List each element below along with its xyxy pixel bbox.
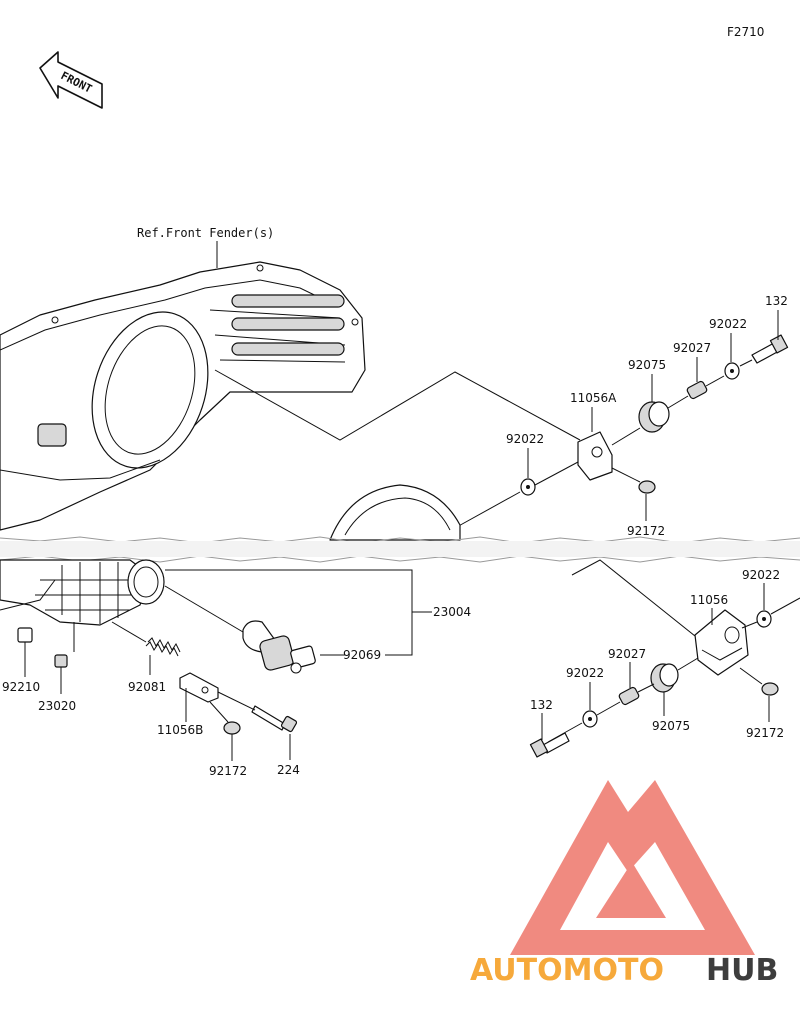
part-label-92172-upper: 92172 — [627, 524, 665, 538]
part-label-11056B: 11056B — [157, 723, 203, 737]
upper-bracket-assembly: 132 92022 92027 92075 11056A 92022 92172 — [454, 294, 789, 538]
headlight-unit-lower — [0, 559, 165, 626]
watermark-text-orange: AUTOMOTO — [470, 953, 664, 988]
part-label-92075-upper: 92075 — [628, 358, 666, 372]
part-label-92172-lower-right: 92172 — [746, 726, 784, 740]
watermark-logo: AUTOMOTO HUB — [470, 780, 778, 988]
part-label-92081: 92081 — [128, 680, 166, 694]
part-label-92022-upper: 92022 — [709, 317, 747, 331]
part-label-224: 224 — [277, 763, 300, 777]
part-label-132-lower: 132 — [530, 698, 553, 712]
watermark-triangle-icon — [510, 780, 755, 955]
part-label-11056A: 11056A — [570, 391, 617, 405]
part-label-92069: 92069 — [343, 648, 381, 662]
front-arrow-icon: FRONT — [39, 51, 103, 109]
part-label-92210: 92210 — [2, 680, 40, 694]
part-label-11056: 11056 — [690, 593, 728, 607]
part-label-92022-right: 92022 — [742, 568, 780, 582]
part-label-92022-left: 92022 — [506, 432, 544, 446]
part-label-92022-lower: 92022 — [566, 666, 604, 680]
lower-bracket-assembly: 11056 92022 92027 92022 132 92075 92172 — [529, 568, 800, 758]
part-label-92027-upper: 92027 — [673, 341, 711, 355]
part-label-92027-lower: 92027 — [608, 647, 646, 661]
part-label-23020: 23020 — [38, 699, 76, 713]
watermark-text-dark: HUB — [706, 953, 778, 988]
part-label-132-upper: 132 — [765, 294, 788, 308]
bulb-92069 — [242, 620, 316, 674]
figure-code: F2710 — [727, 25, 764, 39]
bolt-132-upper — [751, 334, 789, 364]
spring-92081 — [145, 637, 181, 657]
bolt-224 — [251, 705, 298, 733]
reference-label: Ref.Front Fender(s) — [137, 226, 274, 240]
headlight-housing — [0, 261, 366, 531]
part-label-23004: 23004 — [433, 605, 471, 619]
part-label-92172-lower-left: 92172 — [209, 764, 247, 778]
bolt-132-lower — [529, 732, 570, 758]
part-label-92075-lower: 92075 — [652, 719, 690, 733]
tear-separator — [0, 536, 800, 563]
